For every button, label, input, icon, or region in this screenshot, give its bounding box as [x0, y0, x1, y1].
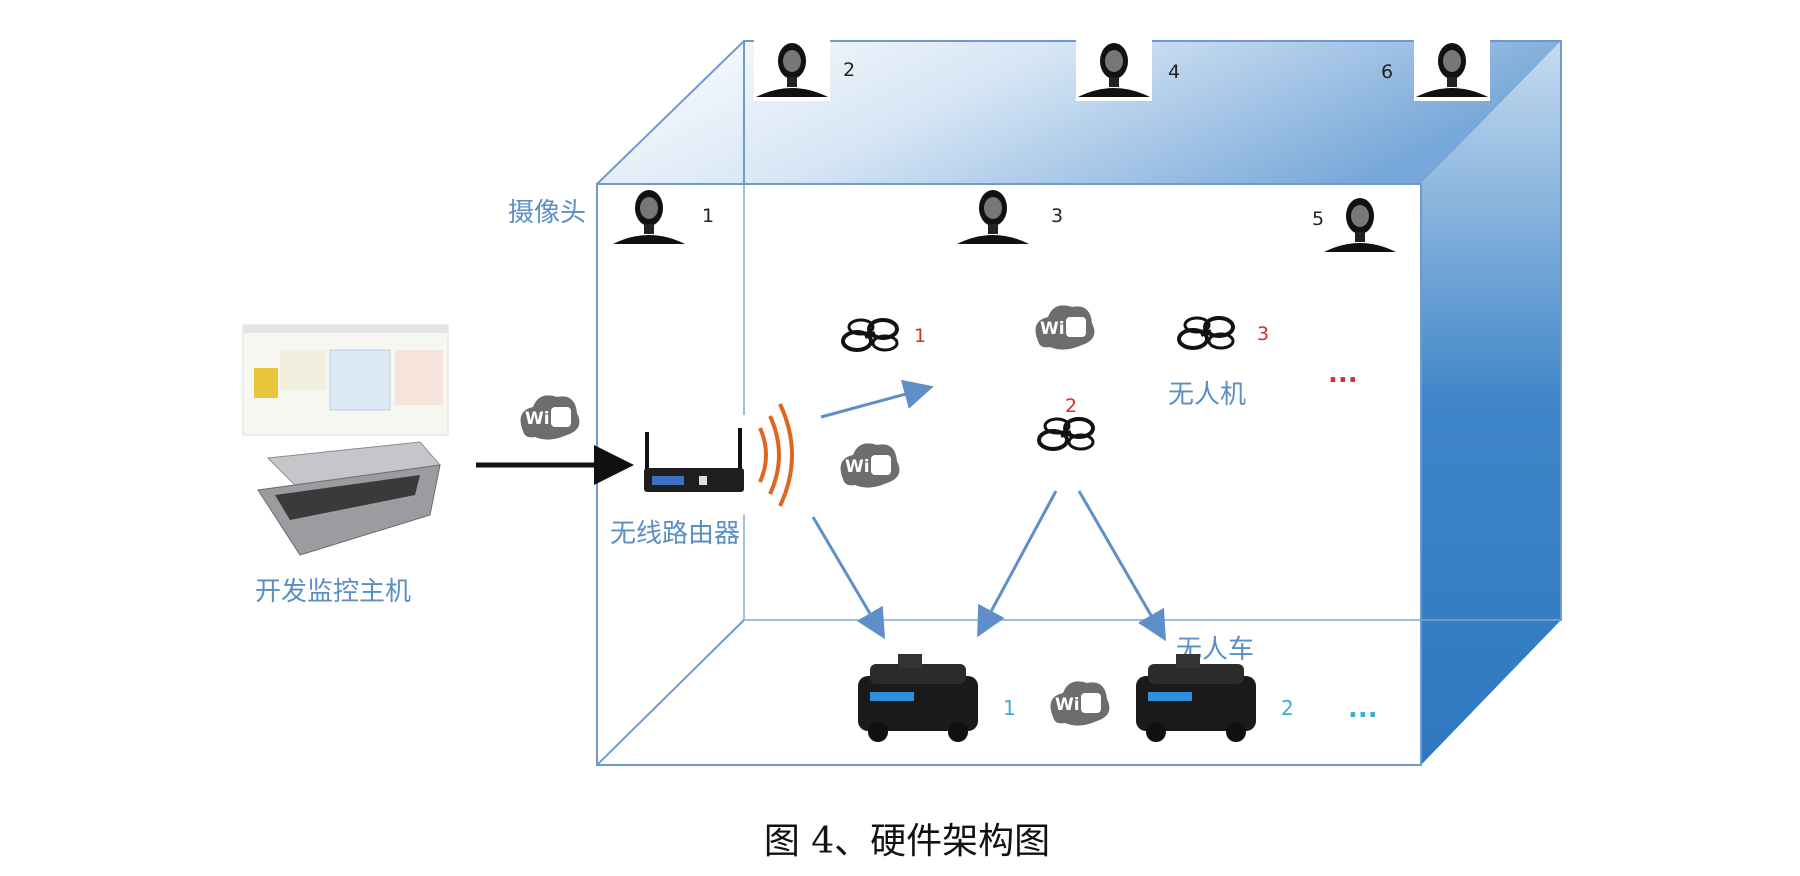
- vehicle-icon: [1136, 654, 1256, 742]
- camera-number: 4: [1168, 61, 1180, 83]
- camera-icon: [1076, 39, 1152, 101]
- monitor-screenshot: [242, 324, 449, 436]
- wifi-icon: WiFi: [1050, 681, 1110, 726]
- camera-number: 5: [1312, 208, 1324, 230]
- svg-text:WiFi: WiFi: [525, 409, 567, 429]
- camera-number: 3: [1051, 205, 1063, 227]
- drone-ellipsis: ...: [1328, 359, 1358, 389]
- camera-icon: [611, 186, 687, 248]
- camera-number: 6: [1381, 61, 1393, 83]
- drone-number: 3: [1257, 323, 1269, 345]
- router-label: 无线路由器: [610, 519, 740, 549]
- box-top-face: [597, 41, 1561, 184]
- drone-label: 无人机: [1168, 380, 1246, 410]
- camera-icon: [955, 186, 1031, 248]
- laptop-icon: [257, 441, 441, 556]
- camera-number: 2: [843, 59, 855, 81]
- svg-text:WiFi: WiFi: [1055, 695, 1097, 715]
- vehicle-number: 1: [1003, 696, 1016, 720]
- wireless-signal-icon: [758, 403, 794, 507]
- vehicle-ellipsis: ...: [1348, 694, 1378, 724]
- drone-number: 1: [914, 325, 926, 347]
- box-front-face: [596, 183, 1422, 766]
- box-right-face: [1421, 41, 1561, 765]
- wifi-icon: WiFi: [1035, 305, 1095, 350]
- vehicle-icon: [858, 654, 978, 742]
- host-label: 开发监控主机: [255, 577, 411, 607]
- camera-icon: [754, 39, 830, 101]
- camera-label: 摄像头: [508, 198, 586, 228]
- router-icon: [626, 415, 750, 515]
- camera-icon: [1414, 39, 1490, 101]
- wifi-icon: WiFi: [520, 395, 580, 440]
- signal-arrows: [811, 379, 1167, 642]
- drone-number: 2: [1065, 395, 1077, 417]
- svg-text:WiFi: WiFi: [1040, 319, 1082, 339]
- vehicle-number: 2: [1281, 696, 1294, 720]
- wifi-icon: WiFi: [840, 443, 900, 488]
- svg-text:WiFi: WiFi: [845, 457, 887, 477]
- camera-icon: [1322, 194, 1398, 256]
- figure-caption: 图 4、硬件架构图: [764, 821, 1050, 862]
- camera-number: 1: [702, 205, 714, 227]
